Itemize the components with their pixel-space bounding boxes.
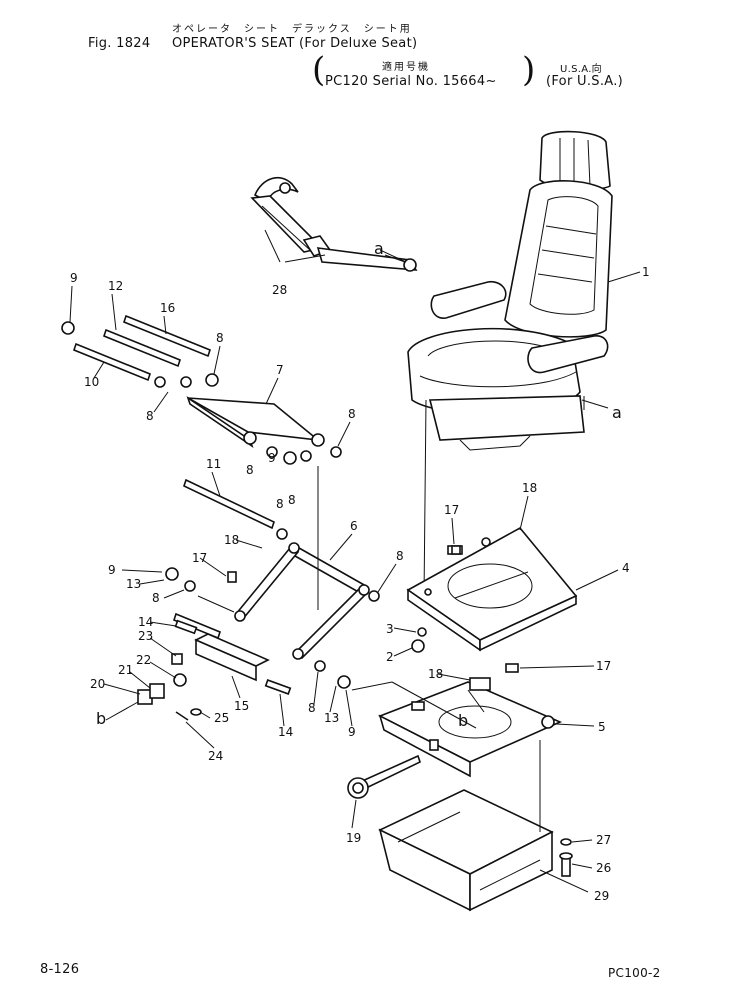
- callout-8-d: 8: [246, 463, 254, 477]
- callout-18-a: 18: [522, 481, 537, 495]
- callout-15: 15: [234, 699, 249, 713]
- page-number: 8-126: [40, 962, 80, 977]
- callout-22: 22: [136, 653, 151, 667]
- callout-17-c: 17: [596, 659, 611, 673]
- callout-23: 23: [138, 629, 153, 643]
- link-frame-7: [186, 396, 325, 448]
- callout-1: 1: [642, 265, 650, 279]
- callout-8-a: 8: [216, 331, 224, 345]
- callout-11: 11: [206, 457, 221, 471]
- adjustment-lever: [347, 754, 421, 799]
- callout-labels: 1 2 3 4 5 6 7 8 8 8 8 8 8 8 8 8 9 9 9 9 …: [70, 239, 650, 903]
- reference-a-belt: a: [374, 239, 384, 258]
- callout-20: 20: [90, 677, 105, 691]
- callout-2: 2: [386, 650, 394, 664]
- close-paren: ): [522, 50, 536, 90]
- link-frame-6: [234, 542, 370, 660]
- model-code: PC100-2: [608, 966, 661, 980]
- callout-12: 12: [108, 279, 123, 293]
- callout-28: 28: [272, 283, 287, 297]
- callout-14-a: 14: [138, 615, 153, 629]
- callout-18-b: 18: [224, 533, 239, 547]
- seat-belt: [250, 176, 418, 272]
- callout-8-e: 8: [288, 493, 296, 507]
- washer-27: [560, 838, 572, 846]
- callout-29: 29: [594, 889, 609, 903]
- callout-8-g: 8: [152, 591, 160, 605]
- usa-label: (For U.S.A.): [546, 74, 624, 89]
- callout-8-h: 8: [396, 549, 404, 563]
- block-15: [194, 633, 270, 682]
- callout-26: 26: [596, 861, 611, 875]
- callout-3: 3: [386, 622, 394, 636]
- pin-14a: [174, 619, 198, 635]
- callout-18-c: 18: [428, 667, 443, 681]
- bolt-26: [559, 852, 573, 877]
- callout-9-c: 9: [108, 563, 116, 577]
- callout-8-c: 8: [348, 407, 356, 421]
- callout-27: 27: [596, 833, 611, 847]
- operator-seat: [407, 130, 613, 451]
- reference-b-nut: b: [96, 709, 106, 728]
- slide-rail: [378, 677, 562, 778]
- callout-8-i: 8: [308, 701, 316, 715]
- usa-japanese-label: U.S.A.向: [560, 64, 602, 75]
- callout-9-b: 9: [268, 451, 276, 465]
- japanese-applicable-label: 適用号機: [382, 62, 430, 73]
- callout-8-b: 8: [146, 409, 154, 423]
- bushings: [61, 321, 519, 689]
- pin-14b: [264, 679, 292, 695]
- callout-14-b: 14: [278, 725, 293, 739]
- callout-7: 7: [276, 363, 284, 377]
- reference-b-rail: b: [458, 711, 468, 730]
- figure-title: OPERATOR'S SEAT (For Deluxe Seat): [172, 36, 418, 51]
- reference-a-seat: a: [612, 403, 622, 422]
- callout-13-a: 13: [126, 577, 141, 591]
- callout-6: 6: [350, 519, 358, 533]
- callout-5: 5: [598, 720, 606, 734]
- japanese-title: オペレータ シート デラックス シート用: [172, 24, 412, 35]
- serial-number: PC120 Serial No. 15664~: [325, 74, 497, 89]
- pin-24: [175, 711, 189, 721]
- leader-lines: [69, 249, 595, 869]
- callout-9-d: 9: [348, 725, 356, 739]
- callout-9-a: 9: [70, 271, 78, 285]
- callout-13-b: 13: [324, 711, 339, 725]
- shafts: [73, 314, 275, 640]
- bracket: [378, 789, 554, 912]
- callout-8-f: 8: [276, 497, 284, 511]
- callout-21: 21: [118, 663, 133, 677]
- callout-16: 16: [160, 301, 175, 315]
- callout-19: 19: [346, 831, 361, 845]
- callout-24: 24: [208, 749, 223, 763]
- seat-plate: [406, 526, 578, 652]
- callout-4: 4: [622, 561, 630, 575]
- callout-17-a: 17: [444, 503, 459, 517]
- washer-25: [190, 708, 202, 716]
- callout-17-b: 17: [192, 551, 207, 565]
- callout-25: 25: [214, 711, 229, 725]
- open-paren: (: [312, 50, 326, 90]
- callout-10: 10: [84, 375, 99, 389]
- figure-number: Fig. 1824: [88, 36, 151, 51]
- nuts-20-21: [137, 683, 165, 705]
